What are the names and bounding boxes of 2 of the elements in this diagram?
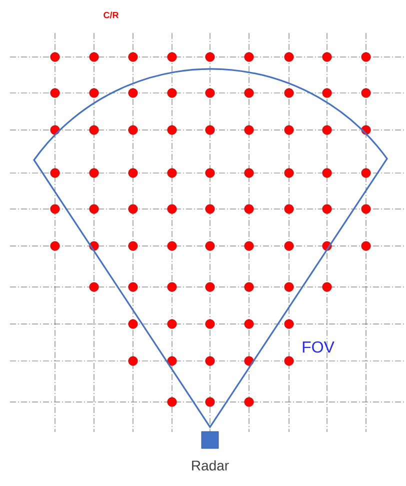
fov-label: FOV (302, 341, 334, 353)
grid-label: C/R (104, 12, 119, 18)
